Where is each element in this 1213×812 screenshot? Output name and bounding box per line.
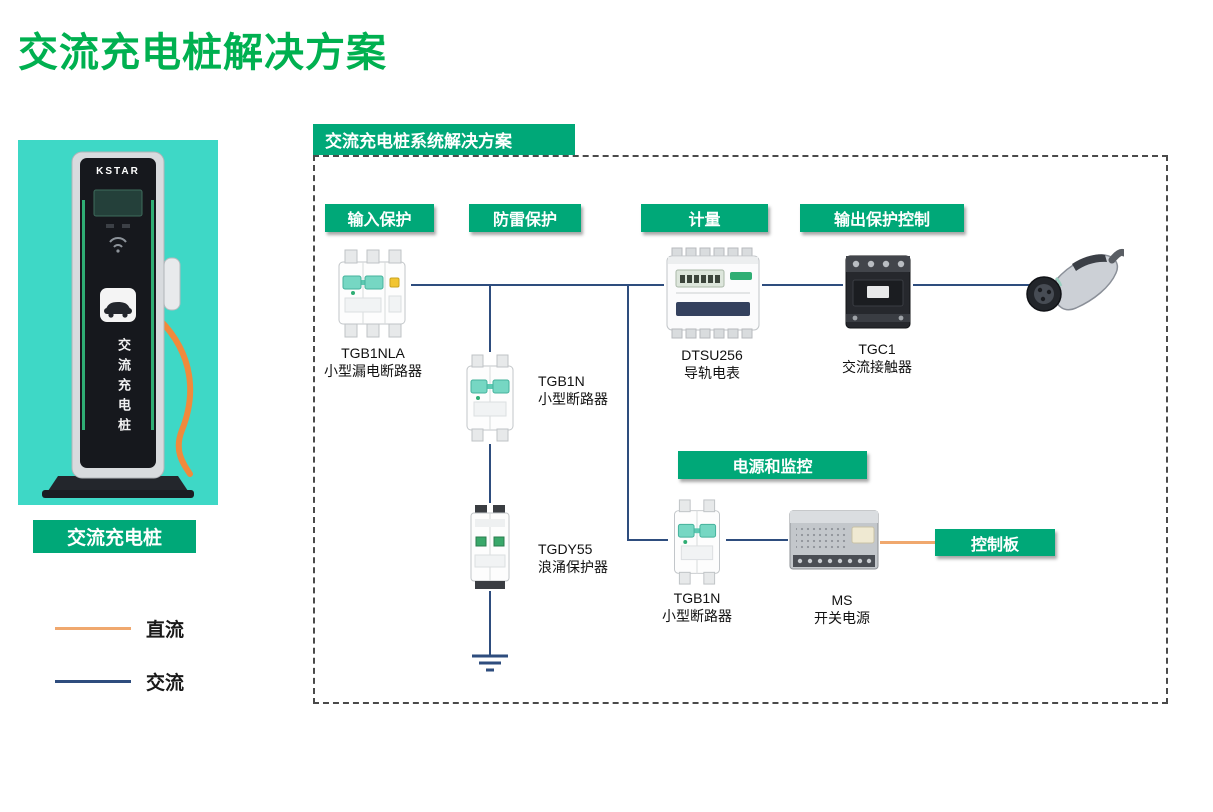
ac-drop-line-power bbox=[627, 284, 629, 541]
ac-contactor-image bbox=[843, 250, 913, 334]
ground-symbol bbox=[470, 653, 510, 675]
component-name: 开关电源 bbox=[814, 610, 870, 626]
label-rail-meter: DTSU256 导轨电表 bbox=[654, 346, 770, 382]
pile-vertical-label: 交流充电桩 bbox=[116, 338, 131, 438]
product-label: 交流充电桩 bbox=[33, 520, 196, 553]
switching-psu-image bbox=[788, 503, 880, 577]
component-model: TGB1N bbox=[673, 590, 721, 606]
charging-gun-image bbox=[1012, 240, 1128, 336]
surge-protector-image bbox=[464, 503, 516, 591]
dc-link-to-control-board bbox=[880, 541, 935, 544]
pile-brand-label: KSTAR bbox=[96, 166, 140, 177]
rail-meter-image bbox=[664, 246, 762, 340]
badge-power-and-monitoring: 电源和监控 bbox=[678, 451, 867, 479]
charging-pile-photo bbox=[18, 140, 218, 505]
badge-output-protection-control: 输出保护控制 bbox=[800, 204, 964, 232]
page-title: 交流充电桩解决方案 bbox=[18, 31, 387, 75]
label-switching-psu: MS 开关电源 bbox=[784, 591, 900, 627]
label-ac-contactor: TGC1 交流接触器 bbox=[819, 340, 935, 376]
ac-link-to-psu bbox=[726, 539, 788, 541]
component-name: 小型断路器 bbox=[662, 608, 732, 624]
diagram-boundary bbox=[313, 155, 1168, 704]
diagram-header: 交流充电桩系统解决方案 bbox=[313, 124, 575, 155]
badge-control-board: 控制板 bbox=[935, 529, 1055, 556]
component-name: 导轨电表 bbox=[684, 365, 740, 381]
component-name: 小型漏电断路器 bbox=[324, 363, 422, 379]
component-model: MS bbox=[831, 592, 853, 608]
label-mini-breaker-bottom: TGB1N 小型断路器 bbox=[639, 589, 755, 625]
component-name: 交流接触器 bbox=[842, 359, 912, 375]
label-mini-breaker-top: TGB1N 小型断路器 bbox=[538, 372, 648, 408]
legend-ac-line bbox=[55, 680, 131, 683]
mini-breaker-bottom-image bbox=[668, 497, 726, 587]
label-leakage-breaker: TGB1NLA 小型漏电断路器 bbox=[295, 344, 451, 380]
component-model: TGDY55 bbox=[538, 541, 593, 557]
component-model: DTSU256 bbox=[681, 347, 743, 363]
badge-metering: 计量 bbox=[641, 204, 768, 232]
component-model: TGB1NLA bbox=[341, 345, 405, 361]
legend-ac-label: 交流 bbox=[146, 673, 185, 694]
ac-link-to-breaker bbox=[627, 539, 668, 541]
badge-lightning-protection: 防雷保护 bbox=[469, 204, 581, 232]
component-name: 小型断路器 bbox=[538, 391, 608, 407]
badge-input-protection: 输入保护 bbox=[325, 204, 434, 232]
ac-drop-line-lightning bbox=[489, 284, 491, 656]
mini-breaker-top-image bbox=[462, 352, 518, 444]
component-name: 浪涌保护器 bbox=[538, 559, 608, 575]
leakage-breaker-image bbox=[333, 246, 411, 341]
component-model: TGC1 bbox=[858, 341, 896, 357]
label-surge-protector: TGDY55 浪涌保护器 bbox=[538, 540, 648, 576]
legend-dc-line bbox=[55, 627, 131, 630]
legend-dc-label: 直流 bbox=[146, 620, 185, 641]
component-model: TGB1N bbox=[538, 373, 585, 389]
